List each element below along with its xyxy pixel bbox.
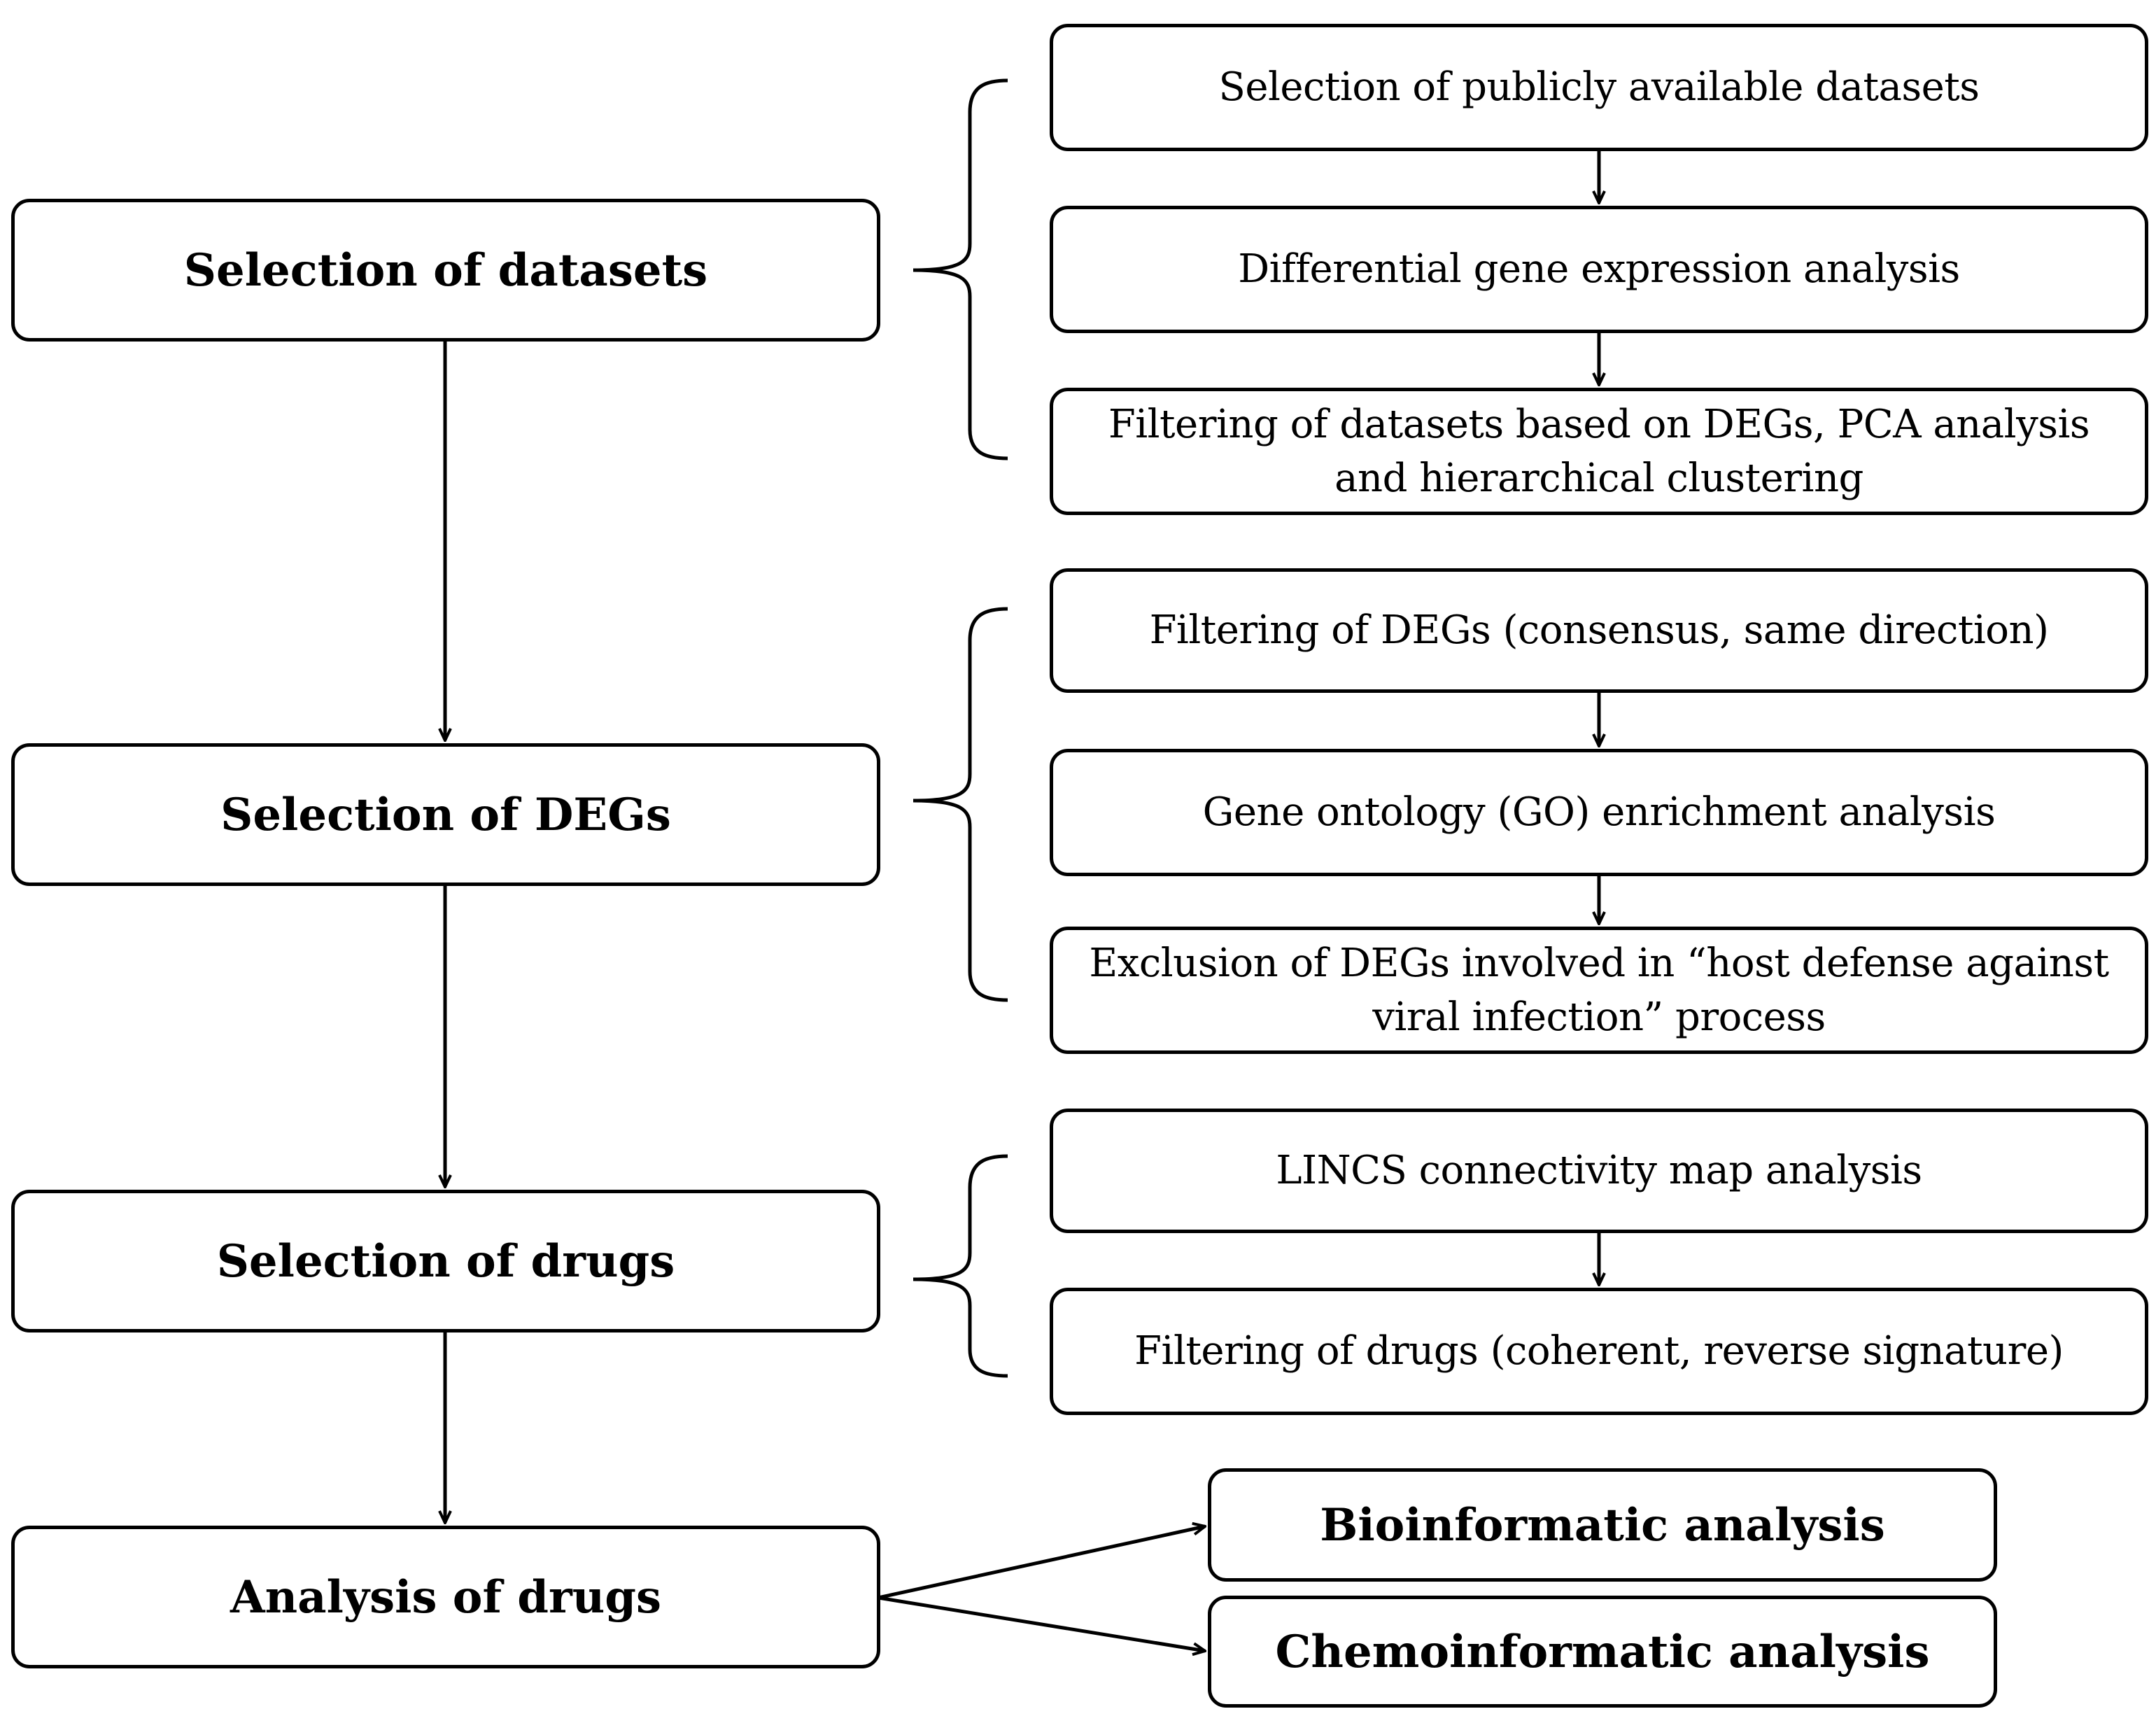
step-label: Filtering of DEGs (consensus, same direc… [1149, 607, 2049, 654]
arrow-analysis-to-chemoinformatic [878, 1596, 1205, 1651]
step-label: Differential gene expression analysis [1238, 246, 1960, 293]
brace-datasets [913, 78, 1008, 460]
step-drugs-1: LINCS connectivity map analysis [1050, 1109, 2148, 1233]
stage-selection-of-datasets: Selection of datasets [11, 199, 880, 342]
step-label: Exclusion of DEGs involved in “host defe… [1089, 940, 2109, 1040]
brace-degs [913, 607, 1008, 1002]
output-bioinformatic-analysis: Bioinformatic analysis [1208, 1468, 1997, 1582]
step-degs-3: Exclusion of DEGs involved in “host defe… [1050, 927, 2148, 1054]
arrow-analysis-to-bioinformatic [878, 1526, 1205, 1600]
step-label: Gene ontology (GO) enrichment analysis [1202, 789, 1996, 836]
output-label: Bioinformatic analysis [1320, 1498, 1885, 1552]
step-label: LINCS connectivity map analysis [1276, 1148, 1922, 1194]
output-label: Chemoinformatic analysis [1275, 1625, 1930, 1678]
stage-analysis-of-drugs: Analysis of drugs [11, 1526, 880, 1668]
step-datasets-1: Selection of publicly available datasets [1050, 24, 2148, 151]
stage-label: Analysis of drugs [230, 1570, 662, 1624]
step-label: Filtering of datasets based on DEGs, PCA… [1108, 401, 2090, 501]
stage-label: Selection of datasets [183, 244, 708, 297]
step-degs-2: Gene ontology (GO) enrichment analysis [1050, 749, 2148, 876]
step-datasets-2: Differential gene expression analysis [1050, 206, 2148, 333]
stage-selection-of-drugs: Selection of drugs [11, 1190, 880, 1332]
output-chemoinformatic-analysis: Chemoinformatic analysis [1208, 1596, 1997, 1708]
step-degs-1: Filtering of DEGs (consensus, same direc… [1050, 568, 2148, 693]
stage-selection-of-degs: Selection of DEGs [11, 743, 880, 886]
stage-label: Selection of DEGs [220, 788, 671, 841]
brace-drugs [913, 1154, 1008, 1378]
step-datasets-3: Filtering of datasets based on DEGs, PCA… [1050, 388, 2148, 515]
stage-label: Selection of drugs [216, 1235, 675, 1288]
step-label: Selection of publicly available datasets [1218, 64, 1980, 111]
step-label: Filtering of drugs (coherent, reverse si… [1134, 1328, 2064, 1374]
step-drugs-2: Filtering of drugs (coherent, reverse si… [1050, 1288, 2148, 1415]
